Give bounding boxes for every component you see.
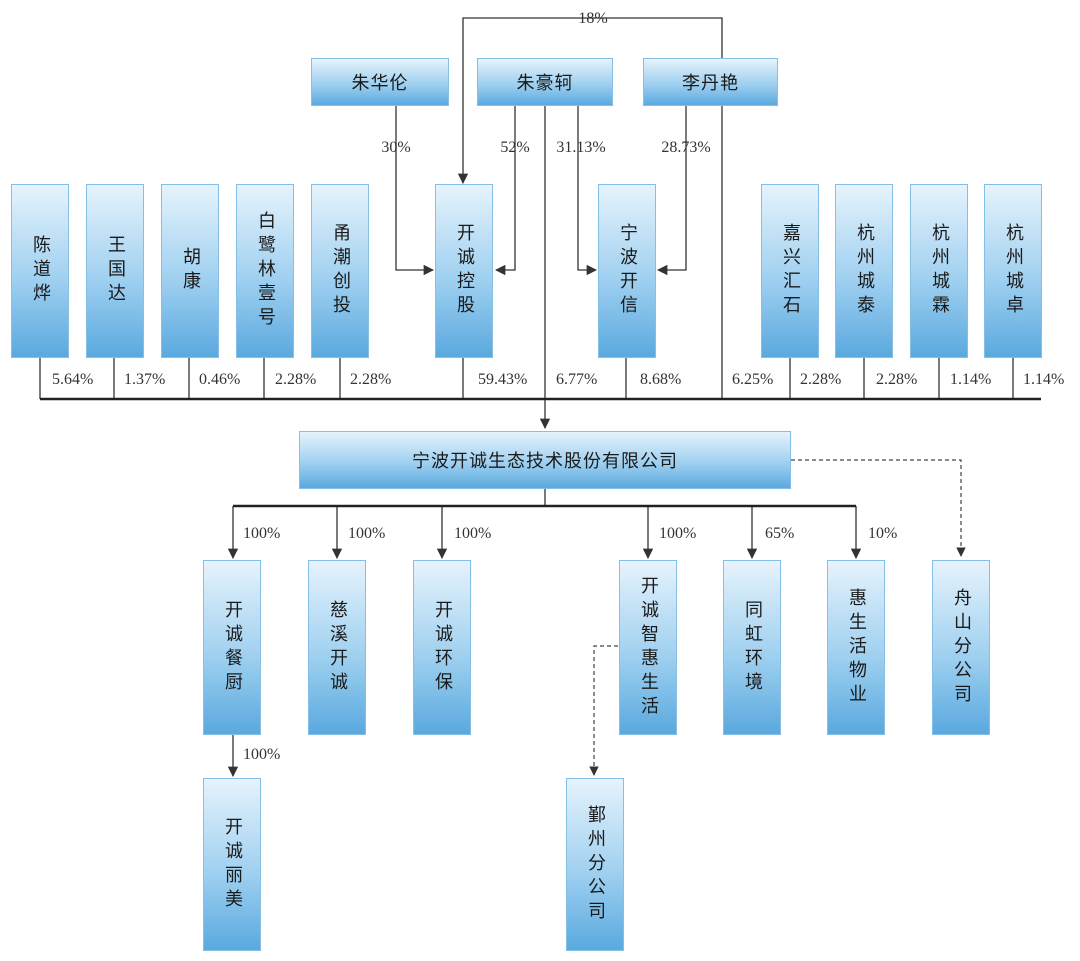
ratio-huanbao: 100% [454, 525, 492, 542]
ratio-hu: 0.46% [199, 371, 241, 388]
ratio-hz-tai: 2.28% [876, 371, 918, 388]
ratio-huisheng: 10% [868, 525, 898, 542]
holder-yongchao-chuangtou: 甬潮创投 [311, 184, 369, 358]
holder-hu-kang: 胡康 [161, 184, 219, 358]
main-company: 宁波开诚生态技术股份有限公司 [299, 431, 791, 489]
edge-danyan-to-kaixin [656, 106, 687, 276]
ratio-chen: 5.64% [52, 371, 94, 388]
ratio-zhihui: 100% [659, 525, 697, 542]
sub-huishenghuo-wuye: 惠生活物业 [827, 560, 885, 735]
holder-wang-guoda: 王国达 [86, 184, 144, 358]
person-zhu-hualun: 朱华伦 [311, 58, 449, 106]
edge-haoke-to-holding [494, 106, 516, 276]
branch-zhoushan: 舟山分公司 [932, 560, 990, 735]
person-li-danyan: 李丹艳 [643, 58, 778, 106]
sub-kaicheng-limei: 开诚丽美 [203, 778, 261, 951]
ratio-wang: 1.37% [124, 371, 166, 388]
ratio-haoke-holding: 52% [500, 139, 530, 156]
ratio-bailu: 2.28% [275, 371, 317, 388]
ratio-ningbo-kaixin: 8.68% [640, 371, 682, 388]
ratio-top-loop: 18% [578, 10, 608, 27]
ratio-hz-lin: 1.14% [950, 371, 992, 388]
ratio-danyan-direct: 6.25% [732, 371, 774, 388]
ratio-tonghong: 65% [765, 525, 795, 542]
ratio-hualun-holding: 30% [381, 139, 411, 156]
ratio-cixi: 100% [348, 525, 386, 542]
holder-jiaxing-huishi: 嘉兴汇石 [761, 184, 819, 358]
ratio-hz-zhuo: 1.14% [1023, 371, 1065, 388]
sub-kaicheng-canchu: 开诚餐厨 [203, 560, 261, 735]
holder-ningbo-kaixin: 宁波开信 [598, 184, 656, 358]
edge-danyan-to-holding [457, 17, 723, 185]
sub-kaicheng-huanbao: 开诚环保 [413, 560, 471, 735]
edge-zhihui-to-yinzhou [589, 645, 618, 776]
holder-hangzhou-chenglin: 杭州城霖 [910, 184, 968, 358]
ratio-limei: 100% [243, 746, 281, 763]
holder-hangzhou-chengzhuo: 杭州城卓 [984, 184, 1042, 358]
holder-hangzhou-chengtai: 杭州城泰 [835, 184, 893, 358]
ratio-yongchao: 2.28% [350, 371, 392, 388]
edge-haoke-to-kaixin [577, 106, 598, 276]
ratio-danyan-kaixin: 28.73% [661, 139, 711, 156]
holder-bailu-yihao: 白鹭林壹号 [236, 184, 294, 358]
ratio-haoke-kaixin: 31.13% [556, 139, 606, 156]
person-zhu-haoke: 朱豪轲 [477, 58, 613, 106]
sub-tonghong-huanjing: 同虹环境 [723, 560, 781, 735]
sub-kaicheng-zhihui-shenghuo: 开诚智惠生活 [619, 560, 677, 735]
holder-chen-daoye: 陈道烨 [11, 184, 69, 358]
edge-company-to-zhoushan [791, 459, 966, 557]
sub-cixi-kaicheng: 慈溪开诚 [308, 560, 366, 735]
edge-hualun-to-holding [395, 106, 435, 276]
ratio-kaicheng-holding: 59.43% [478, 371, 528, 388]
holder-kaicheng-holding: 开诚控股 [435, 184, 493, 358]
branch-yinzhou: 鄞州分公司 [566, 778, 624, 951]
ratio-haoke-direct: 6.77% [556, 371, 598, 388]
ratio-jiaxing: 2.28% [800, 371, 842, 388]
ratio-canchu: 100% [243, 525, 281, 542]
